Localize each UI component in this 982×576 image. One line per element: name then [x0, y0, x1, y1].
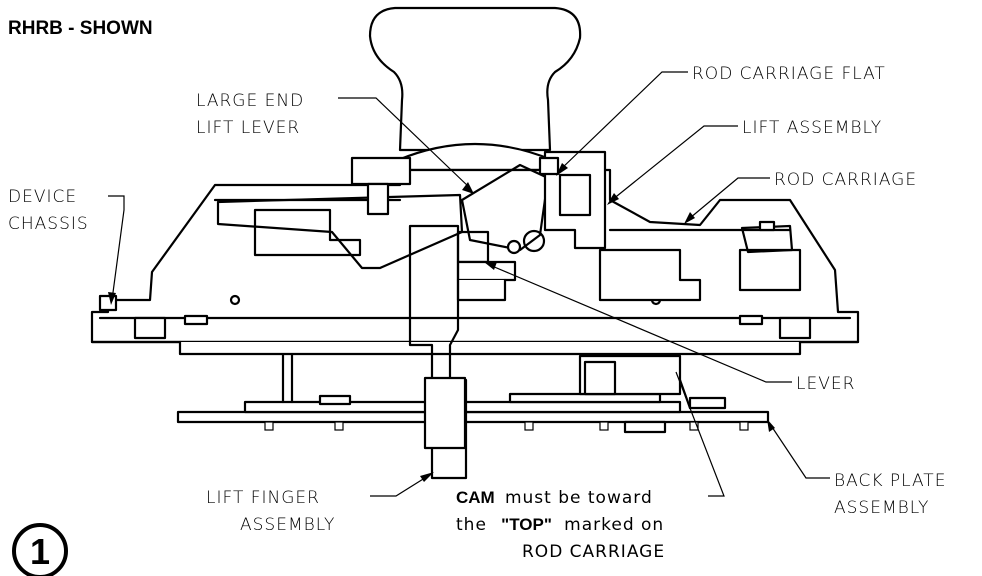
cam-keyword: CAM [456, 488, 495, 507]
lift-assembly [350, 150, 607, 255]
step-number-badge: 1 [12, 523, 68, 576]
top-keyword: "TOP" [501, 515, 552, 534]
label-rod-carriage-flat: ROD CARRIAGE FLAT [692, 64, 886, 84]
label-lift-finger-2: ASSEMBLY [240, 515, 335, 535]
label-large-end-1: LARGE END [196, 91, 304, 111]
lift-finger [408, 224, 468, 480]
cam-note-line-2-pre: the [456, 515, 487, 535]
handle-knob [368, 6, 582, 172]
label-device-2: CHASSIS [8, 214, 89, 234]
large-end-lift-lever [216, 163, 550, 270]
label-rod-carriage: ROD CARRIAGE [774, 170, 917, 190]
label-back-plate-1: BACK PLATE [834, 471, 946, 491]
label-lift-finger-1: LIFT FINGER [206, 488, 320, 508]
label-device-1: DEVICE [8, 187, 77, 207]
step-number: 1 [30, 531, 50, 572]
label-lift-assembly: LIFT ASSEMBLY [742, 118, 882, 138]
cam-note-line-2: the "TOP" marked on [456, 515, 664, 535]
cam-note-line-1: CAM must be toward [456, 488, 653, 508]
device-chassis [90, 168, 860, 356]
cam-note-line-2-rest: marked on [564, 515, 664, 535]
cam-note-line-1-rest: must be toward [505, 488, 653, 508]
label-lever: LEVER [796, 374, 855, 394]
leader-lines [108, 71, 830, 497]
view-title: RHRB - SHOWN [8, 18, 153, 39]
label-large-end-2: LIFT LEVER [196, 118, 300, 138]
cam-note-line-3: ROD CARRIAGE [522, 542, 665, 562]
label-back-plate-2: ASSEMBLY [834, 498, 929, 518]
rod-carriage [740, 220, 794, 254]
